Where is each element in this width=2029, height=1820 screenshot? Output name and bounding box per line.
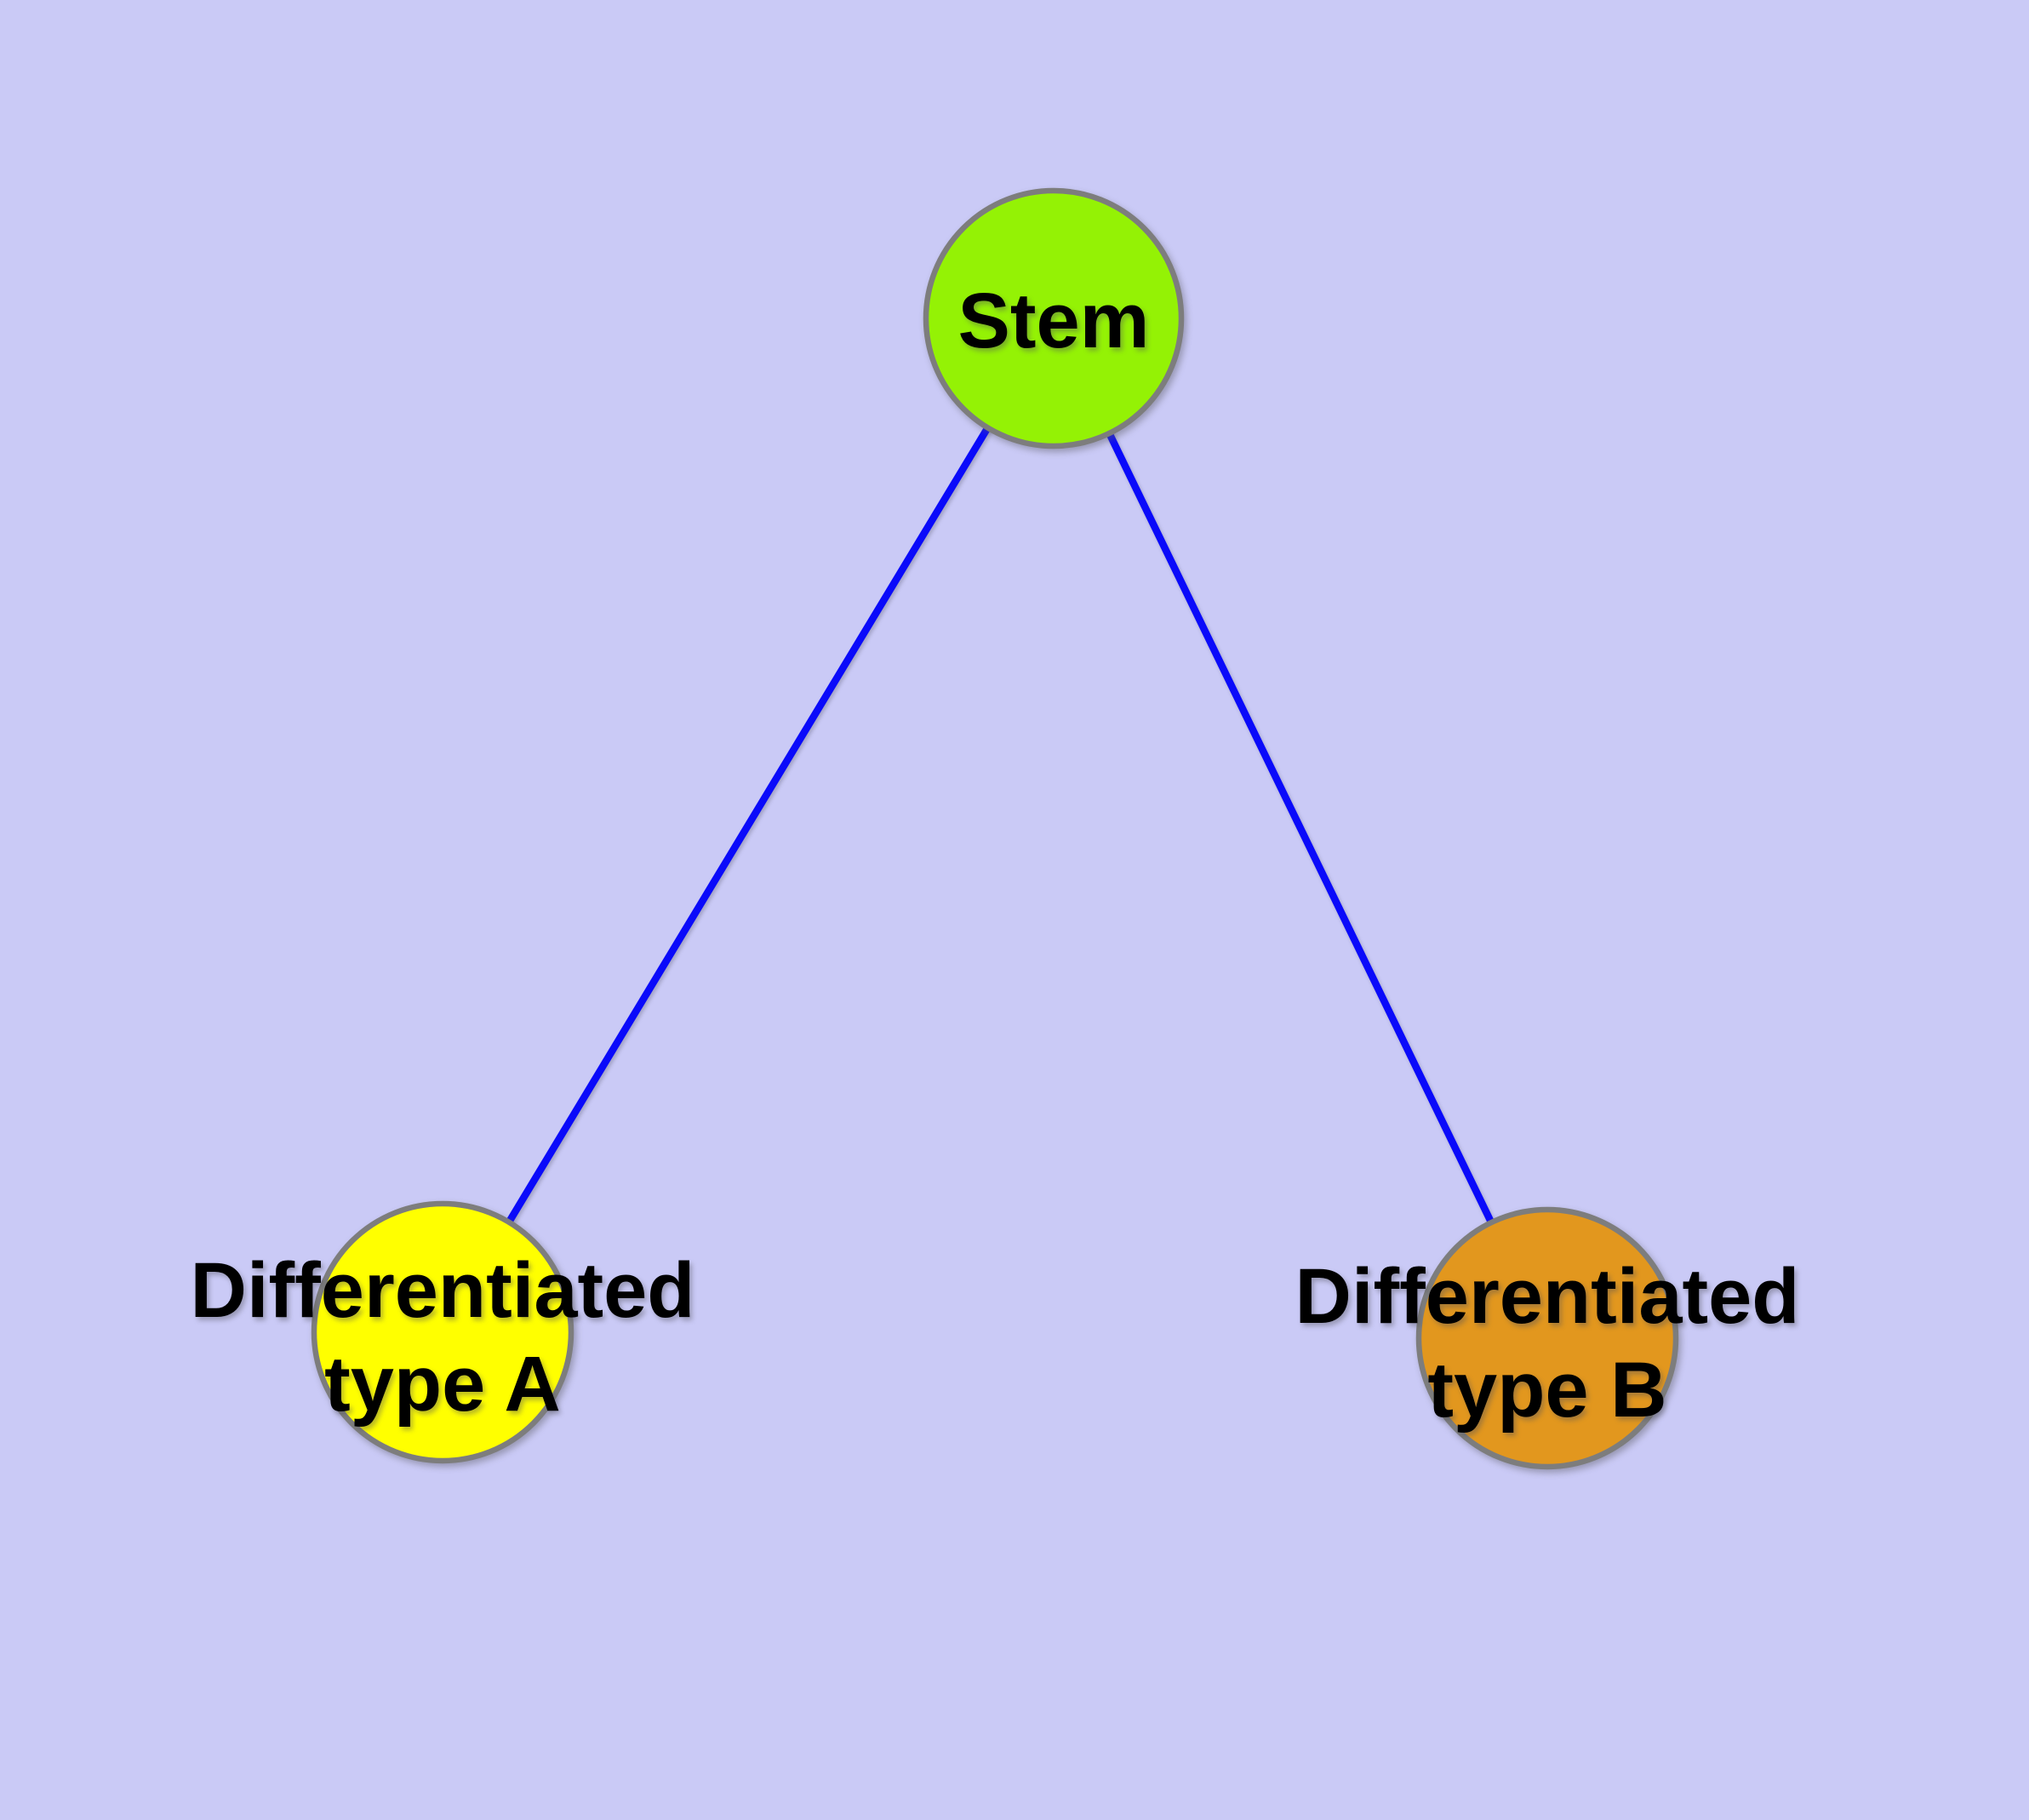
type-a-node-label-line2: type A — [324, 1341, 561, 1428]
node-differentiated-type-b: Differentiated type B — [1295, 1206, 1800, 1470]
type-a-node-circle — [311, 1200, 574, 1464]
stem-node-label: Stem — [958, 278, 1150, 364]
node-differentiated-type-a: Differentiated type A — [191, 1200, 695, 1464]
type-b-node-label-line2: type B — [1427, 1347, 1666, 1434]
stem-node-circle — [923, 187, 1185, 449]
edge-stem-to-type-b — [1049, 314, 1552, 1342]
type-a-node-label-line1: Differentiated — [191, 1247, 695, 1334]
type-b-node-label-line1: Differentiated — [1295, 1253, 1800, 1340]
node-stem: Stem — [923, 187, 1185, 449]
type-b-node-circle — [1415, 1206, 1679, 1470]
edge-stem-to-type-a — [438, 314, 1058, 1336]
